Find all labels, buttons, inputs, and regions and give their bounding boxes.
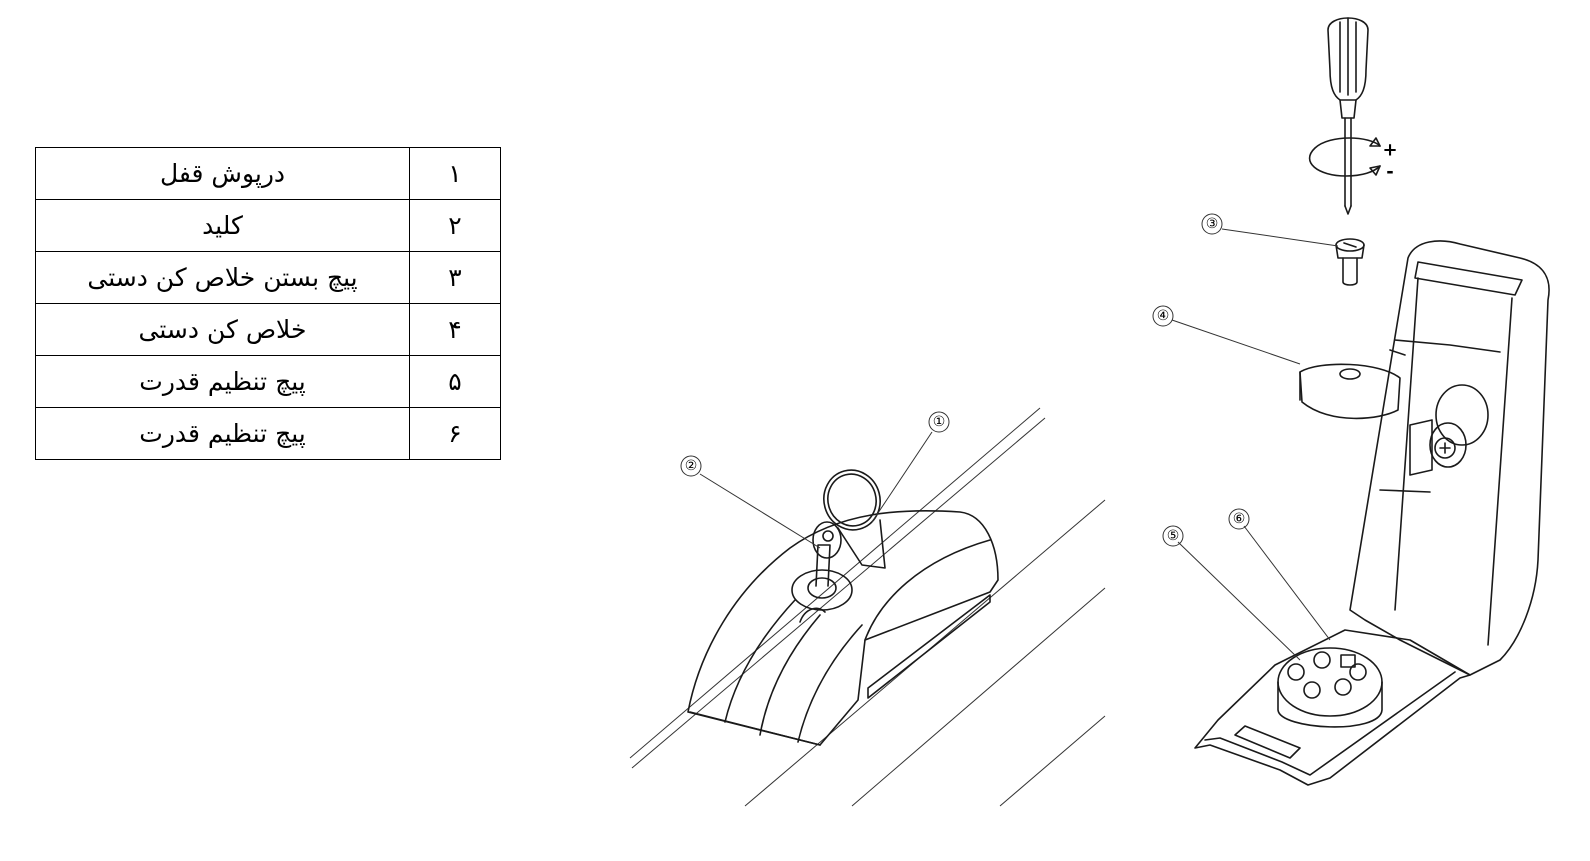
plus-sign: + xyxy=(1382,140,1397,161)
callout-6: ⑥ xyxy=(1233,511,1246,527)
lock-cap-rim xyxy=(827,473,877,527)
legend-row: درپوش قفل ۱ xyxy=(35,147,501,200)
legend-number: ۱ xyxy=(409,147,501,200)
opened-housing xyxy=(1194,240,1550,786)
callout-leader xyxy=(1221,228,1339,247)
legend-row: پیچ بستن خلاص کن دستی ۳ xyxy=(35,251,501,304)
callout-leader xyxy=(1243,525,1331,641)
lock-housing-drawing: ① ② xyxy=(629,407,1106,807)
legend-number: ۲ xyxy=(409,199,501,252)
housing-side-slot xyxy=(867,594,991,699)
callout-circle xyxy=(928,411,950,433)
callout-4: ④ xyxy=(1157,308,1170,324)
lock-cap-stem xyxy=(837,519,886,569)
housing-body xyxy=(687,509,999,746)
screwdriver-icon xyxy=(1327,17,1369,215)
callout-1: ① xyxy=(933,414,946,430)
legend-number: ۵ xyxy=(409,355,501,408)
minus-sign: - xyxy=(1386,162,1393,183)
callout-leader xyxy=(1177,541,1301,661)
callout-leader xyxy=(871,431,933,523)
lock-cylinder xyxy=(791,569,853,611)
callout-5: ⑤ xyxy=(1167,528,1180,544)
legend-label: درپوش قفل xyxy=(35,147,410,200)
housing-groove xyxy=(724,599,796,723)
lock-cylinder-inner xyxy=(807,577,837,599)
housing-top-edge xyxy=(689,711,821,746)
callout-2: ② xyxy=(685,458,698,474)
lock-cap xyxy=(823,469,881,531)
legend-number: ۶ xyxy=(409,407,501,460)
release-unit-drawing: + - xyxy=(1152,17,1550,786)
callout-circle xyxy=(1228,508,1250,530)
housing-groove xyxy=(797,624,863,743)
key-head xyxy=(812,521,842,559)
key-notch xyxy=(799,607,826,623)
legend-table: درپوش قفل ۱ کلید ۲ پیچ بستن خلاص کن دستی… xyxy=(35,147,501,460)
callout-leader xyxy=(699,473,821,549)
callout-circle xyxy=(1162,525,1184,547)
legend-row: کلید ۲ xyxy=(35,199,501,252)
legend-row: پیچ تنظیم قدرت ۵ xyxy=(35,355,501,408)
callout-circle xyxy=(680,455,702,477)
rotation-arrow-icon xyxy=(1308,137,1381,177)
screw-part xyxy=(1335,238,1365,286)
housing-groove xyxy=(759,614,821,736)
callout-circle xyxy=(1201,213,1223,235)
callout-leader xyxy=(1171,319,1301,365)
release-handle-part xyxy=(1299,363,1401,420)
legend-label: پیچ تنظیم قدرت xyxy=(35,355,410,408)
callout-3: ③ xyxy=(1206,216,1219,232)
key-shaft xyxy=(815,544,831,587)
legend-row: پیچ تنظیم قدرت ۶ xyxy=(35,407,501,460)
legend-number: ۳ xyxy=(409,251,501,304)
key-hole xyxy=(822,530,834,542)
callout-circle xyxy=(1152,305,1174,327)
legend-label: پیچ تنظیم قدرت xyxy=(35,407,410,460)
legend-number: ۴ xyxy=(409,303,501,356)
housing-ridge xyxy=(864,539,991,641)
legend-label: پیچ بستن خلاص کن دستی xyxy=(35,251,410,304)
rail-lines xyxy=(629,407,1106,807)
